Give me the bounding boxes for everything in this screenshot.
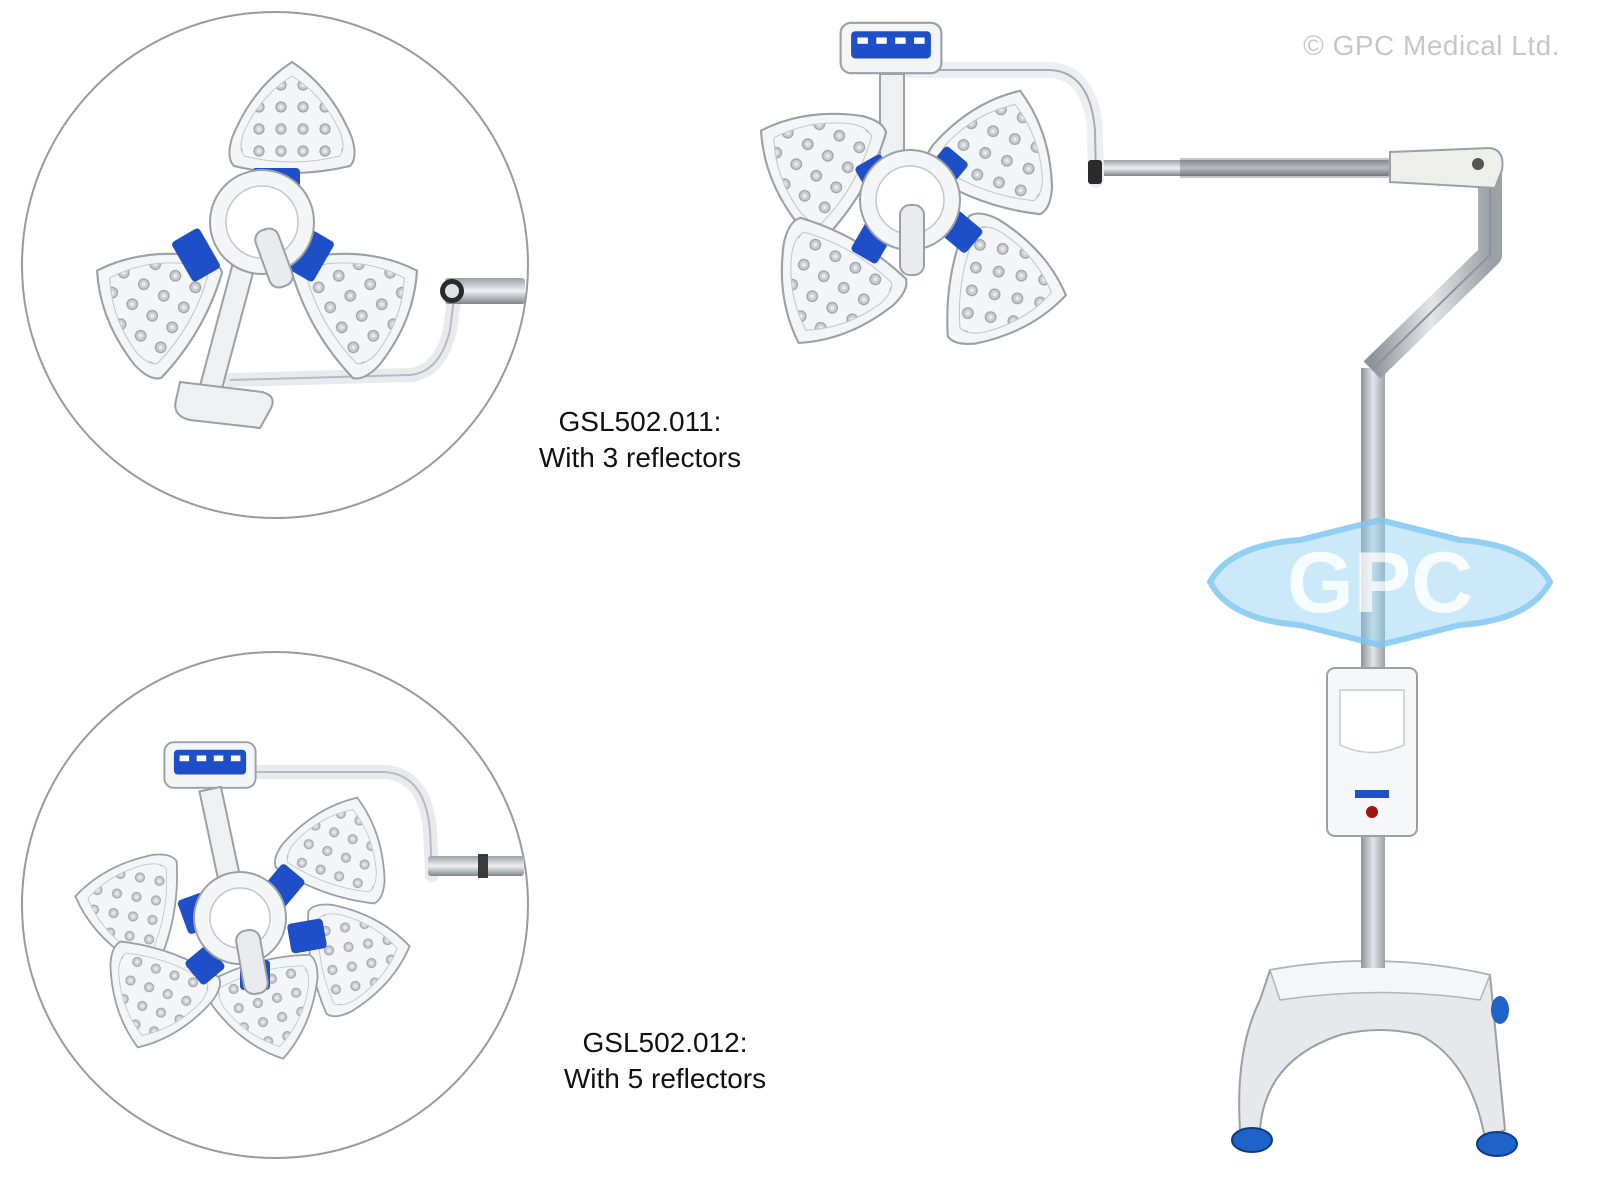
variant-caption: GSL502.011: With 3 reflectors [500, 404, 780, 476]
variant-5-reflector-circle [21, 651, 529, 1159]
variant-description: With 3 reflectors [538, 442, 742, 473]
copyright-text: © GPC Medical Ltd. [1303, 30, 1560, 61]
variant-model: GSL502.012: [582, 1027, 748, 1058]
variant-description: With 5 reflectors [563, 1063, 767, 1094]
control-panel-icon [839, 21, 943, 75]
control-panel-icon [163, 741, 257, 789]
watermark-text: GPC [1287, 535, 1473, 631]
variant-model: GSL502.011: [558, 406, 722, 437]
gpc-watermark: GPC [1206, 516, 1554, 649]
variant-3-reflector-circle [21, 11, 529, 519]
floor-stand-lamp [727, 21, 1518, 1157]
variant-caption: GSL502.012: With 5 reflectors [520, 1025, 810, 1097]
